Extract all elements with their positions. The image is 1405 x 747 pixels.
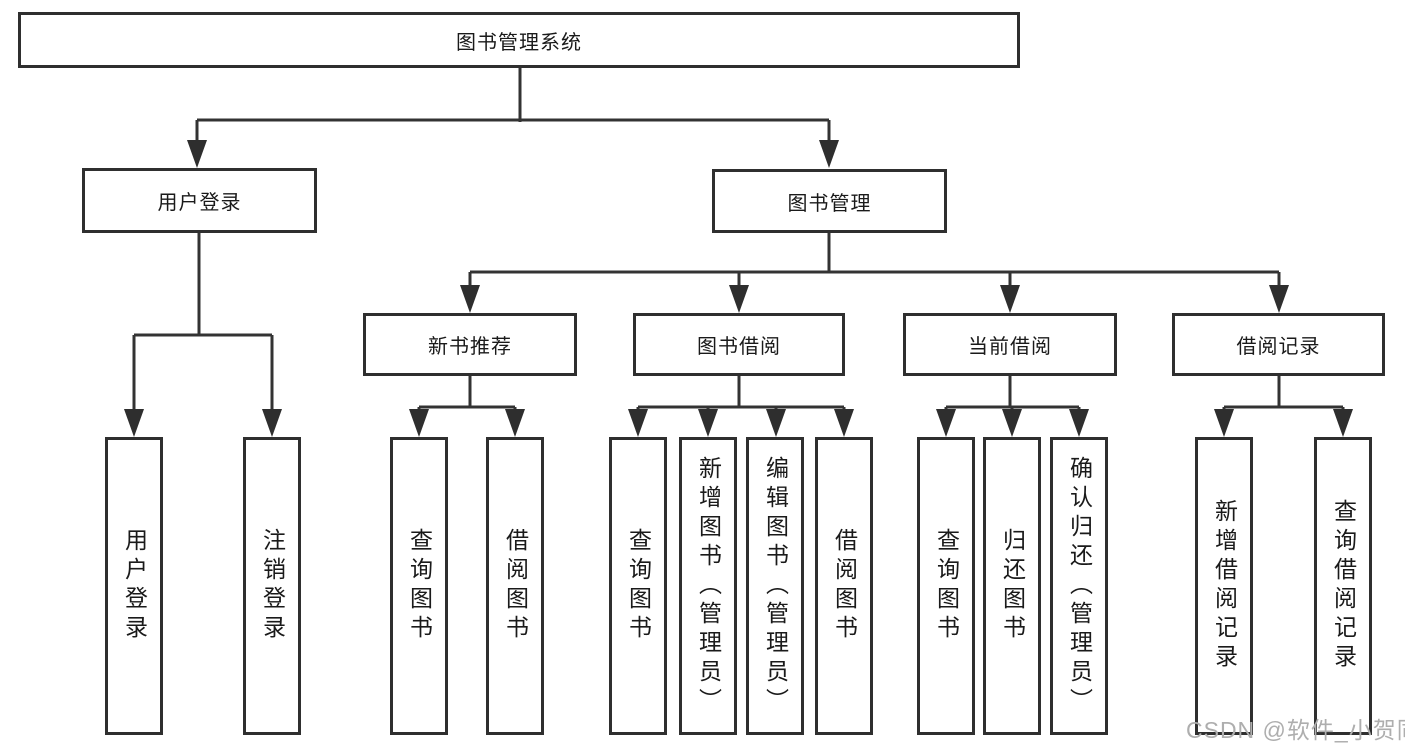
leaf-add-book-admin: 新增图书（管理员） <box>679 437 737 735</box>
node-label: 借阅记录 <box>1236 336 1321 358</box>
node-label: 用户登录 <box>157 192 242 214</box>
leaf-label: 注销登录 <box>259 528 286 644</box>
leaf-query-books-current: 查询图书 <box>917 437 975 735</box>
leaf-borrow-books-recommend: 借阅图书 <box>486 437 544 735</box>
arrowheads <box>124 140 1353 437</box>
leaf-query-books-recommend: 查询图书 <box>390 437 448 735</box>
leaf-label: 归还图书 <box>999 528 1026 644</box>
node-library-management-system: 图书管理系统 <box>18 12 1020 68</box>
node-label: 当前借阅 <box>968 336 1052 358</box>
leaf-logout: 注销登录 <box>243 437 301 735</box>
leaf-return-book: 归还图书 <box>983 437 1041 735</box>
leaf-label: 查询图书 <box>625 528 652 644</box>
leaf-label: 查询借阅记录 <box>1330 499 1357 673</box>
node-user-login: 用户登录 <box>82 168 317 233</box>
node-new-book-recommend: 新书推荐 <box>363 313 577 376</box>
node-label: 图书借阅 <box>697 336 781 358</box>
leaf-label: 新增借阅记录 <box>1211 499 1238 673</box>
csdn-watermark: CSDN @软件_小贺同学 <box>1186 717 1405 743</box>
leaf-query-borrow-record: 查询借阅记录 <box>1314 437 1372 735</box>
node-label: 新书推荐 <box>428 336 512 358</box>
leaf-label: 借阅图书 <box>831 528 858 644</box>
node-book-management: 图书管理 <box>712 169 947 233</box>
leaf-add-borrow-record: 新增借阅记录 <box>1195 437 1253 735</box>
leaf-user-login: 用户登录 <box>105 437 163 735</box>
leaf-edit-book-admin: 编辑图书（管理员） <box>746 437 804 735</box>
leaf-confirm-return-admin: 确认归还（管理员） <box>1050 437 1108 735</box>
node-label: 图书管理系统 <box>456 31 582 54</box>
leaf-label: 确认归还（管理员） <box>1066 455 1093 717</box>
leaf-label: 借阅图书 <box>502 528 529 644</box>
leaf-label: 查询图书 <box>933 528 960 644</box>
leaf-borrow-books: 借阅图书 <box>815 437 873 735</box>
leaf-label: 新增图书（管理员） <box>695 455 722 717</box>
node-current-borrow: 当前借阅 <box>903 313 1117 376</box>
node-borrow-records: 借阅记录 <box>1172 313 1385 376</box>
leaf-label: 编辑图书（管理员） <box>762 455 789 717</box>
node-book-borrow: 图书借阅 <box>633 313 845 376</box>
leaf-label: 查询图书 <box>406 528 433 644</box>
leaf-label: 用户登录 <box>121 528 148 644</box>
node-label: 图书管理 <box>787 192 872 215</box>
leaf-query-books-borrow: 查询图书 <box>609 437 667 735</box>
